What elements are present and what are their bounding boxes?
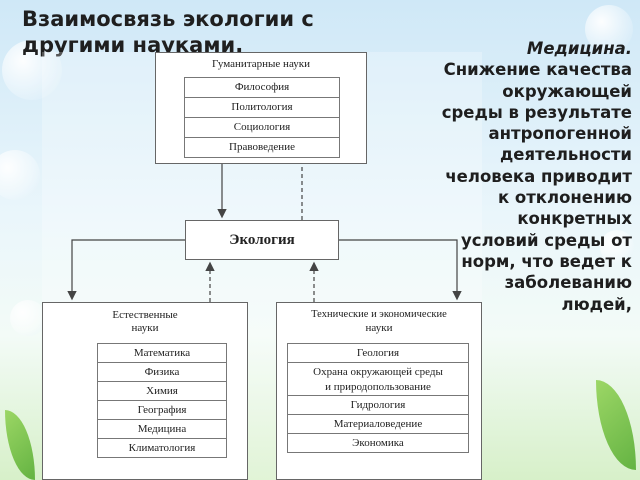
medicine-body: Снижение качества окружающей среды в рез… [441,60,632,314]
slide-title: Взаимосвязь экологии с другими науками. [22,7,314,57]
decorative-bubble [2,40,62,100]
natural-item: Химия [97,381,227,401]
natural-item: Физика [97,362,227,382]
humanities-item: Правоведение [184,137,340,158]
natural-item: География [97,400,227,420]
humanities-item: Политология [184,97,340,118]
technical-sciences-box: Технические и экономические науки Геолог… [276,302,482,480]
technical-item: Экономика [287,433,469,453]
natural-sciences-box: Естественные науки Математика Физика Хим… [42,302,248,480]
decorative-bubble [600,230,634,264]
natural-heading-line2: науки [131,322,159,334]
decorative-bubble [0,150,40,200]
technical-item: Материаловедение [287,414,469,434]
ecology-box: Экология [185,220,339,260]
technical-heading-line2: науки [365,322,393,334]
humanities-box: Гуманитарные науки Философия Политология… [155,52,367,164]
technical-item-two-line: Охрана окружающей среды и природопользов… [287,362,469,396]
humanities-heading: Гуманитарные науки [211,58,310,70]
diagram-connectors [67,145,462,302]
natural-item: Математика [97,343,227,363]
humanities-item: Философия [184,77,340,98]
medicine-lead: Медицина. [526,39,632,58]
natural-item: Климатология [97,438,227,458]
decorative-bubble [10,300,46,336]
technical-heading-line1: Технические и экономические [311,309,447,320]
technical-item: Гидрология [287,395,469,415]
technical-item-line1: Охрана окружающей среды [313,366,443,378]
natural-heading-line1: Естественные [112,309,178,321]
natural-item: Медицина [97,419,227,439]
technical-item: Геология [287,343,469,363]
decorative-bubble [585,5,633,53]
diagram: Гуманитарные науки Философия Политология… [42,52,482,480]
humanities-item: Социология [184,117,340,138]
medicine-paragraph: Медицина. Снижение качества окружающей с… [438,38,632,315]
technical-item-line2: и природопользование [325,381,431,393]
